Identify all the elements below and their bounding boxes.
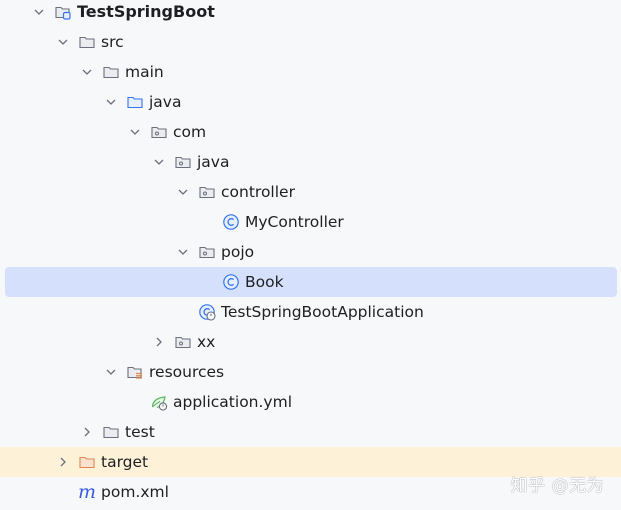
chevron-down-icon[interactable]	[104, 365, 118, 379]
tree-node-java-source-root[interactable]: java	[0, 87, 621, 117]
package-icon	[174, 153, 192, 171]
svg-text:m: m	[78, 481, 96, 503]
tree-node-mycontroller[interactable]: MyController	[0, 207, 621, 237]
folder-icon	[78, 33, 96, 51]
tree-node-label: controller	[221, 183, 295, 201]
folder-icon	[102, 63, 120, 81]
folder-icon	[102, 423, 120, 441]
spring-config-icon	[150, 393, 168, 411]
chevron-down-icon[interactable]	[128, 125, 142, 139]
tree-node-target[interactable]: target	[0, 447, 621, 477]
tree-node-label: xx	[197, 333, 216, 351]
package-icon	[174, 333, 192, 351]
tree-node-testspringbootapplication[interactable]: TestSpringBootApplication	[0, 297, 621, 327]
source-root-folder-icon	[126, 93, 144, 111]
tree-node-com[interactable]: com	[0, 117, 621, 147]
tree-node-java-package[interactable]: java	[0, 147, 621, 177]
tree-node-xx[interactable]: xx	[0, 327, 621, 357]
resources-folder-icon	[126, 363, 144, 381]
tree-node-label: com	[173, 123, 207, 141]
chevron-down-icon[interactable]	[176, 245, 190, 259]
tree-node-label: test	[125, 423, 155, 441]
tree-node-src[interactable]: src	[0, 27, 621, 57]
module-folder-icon	[54, 3, 72, 21]
chevron-down-icon[interactable]	[176, 185, 190, 199]
tree-node-controller[interactable]: controller	[0, 177, 621, 207]
chevron-down-icon[interactable]	[152, 155, 166, 169]
tree-node-label: application.yml	[173, 393, 293, 411]
tree-node-test[interactable]: test	[0, 417, 621, 447]
tree-node-label: java	[197, 153, 230, 171]
tree-node-testspringboot[interactable]: TestSpringBoot	[0, 0, 621, 27]
tree-node-label: MyController	[245, 213, 344, 231]
tree-node-application-yml[interactable]: application.yml	[0, 387, 621, 417]
package-icon	[150, 123, 168, 141]
tree-node-label: target	[101, 453, 149, 471]
tree-node-pom-xml[interactable]: m pom.xml	[0, 477, 621, 507]
tree-node-label: resources	[149, 363, 225, 381]
tree-node-label: java	[149, 93, 182, 111]
class-icon	[222, 213, 240, 231]
tree-node-label: pojo	[221, 243, 255, 261]
chevron-right-icon[interactable]	[152, 335, 166, 349]
chevron-down-icon[interactable]	[104, 95, 118, 109]
tree-node-label: Book	[245, 273, 284, 291]
tree-node-label: TestSpringBootApplication	[221, 303, 424, 321]
package-icon	[198, 243, 216, 261]
chevron-down-icon[interactable]	[32, 5, 46, 19]
chevron-down-icon[interactable]	[80, 65, 94, 79]
chevron-right-icon[interactable]	[56, 455, 70, 469]
maven-icon: m	[78, 481, 96, 503]
tree-node-main[interactable]: main	[0, 57, 621, 87]
tree-node-label: main	[125, 63, 164, 81]
tree-node-book[interactable]: Book	[0, 267, 621, 297]
spring-boot-class-icon	[198, 303, 216, 321]
package-icon	[198, 183, 216, 201]
watermark: 知乎 @无为	[510, 476, 604, 496]
class-icon	[222, 273, 240, 291]
excluded-folder-icon	[78, 453, 96, 471]
chevron-right-icon[interactable]	[80, 425, 94, 439]
tree-node-label: pom.xml	[101, 483, 169, 501]
tree-node-label: TestSpringBoot	[77, 2, 215, 21]
tree-node-pojo[interactable]: pojo	[0, 237, 621, 267]
tree-node-resources[interactable]: resources	[0, 357, 621, 387]
chevron-down-icon[interactable]	[56, 35, 70, 49]
tree-node-label: src	[101, 33, 124, 51]
